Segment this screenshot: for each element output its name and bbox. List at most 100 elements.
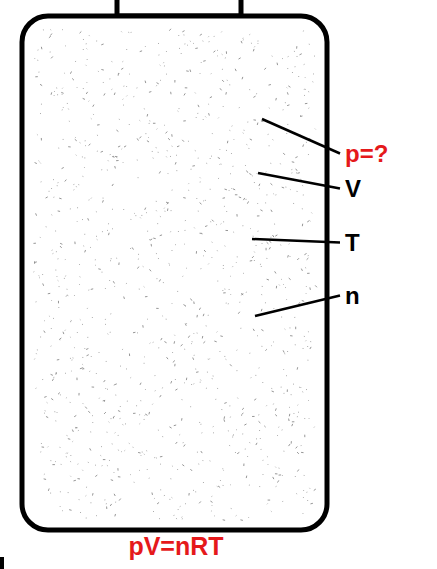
gas-particle bbox=[159, 64, 161, 66]
gas-particle bbox=[184, 382, 186, 383]
gas-particle bbox=[50, 460, 52, 461]
gas-particle bbox=[37, 60, 39, 61]
gas-particle bbox=[156, 85, 157, 87]
gas-particle bbox=[41, 442, 42, 444]
gas-particle bbox=[307, 331, 309, 332]
gas-particle bbox=[243, 39, 244, 41]
volume-label: V bbox=[345, 175, 361, 202]
gas-particle bbox=[84, 250, 86, 252]
gas-particle bbox=[68, 438, 70, 440]
gas-particle bbox=[62, 332, 64, 334]
gas-particle bbox=[223, 519, 225, 521]
gas-particle bbox=[101, 465, 103, 466]
gas-particle bbox=[184, 349, 186, 350]
gas-particle bbox=[126, 95, 128, 97]
gas-particle bbox=[74, 295, 75, 297]
gas-particle bbox=[183, 120, 185, 121]
temperature-label: T bbox=[345, 229, 360, 256]
gas-particle bbox=[108, 421, 110, 423]
gas-particle bbox=[224, 355, 225, 357]
gas-particle bbox=[51, 328, 52, 330]
gas-particle bbox=[281, 279, 283, 281]
gas-particle bbox=[221, 31, 222, 33]
gas-particle bbox=[57, 359, 59, 360]
gas-particle bbox=[63, 138, 64, 140]
gas-particle bbox=[151, 244, 152, 246]
gas-particle bbox=[41, 47, 43, 49]
gas-particle bbox=[286, 87, 288, 89]
gas-particle bbox=[79, 264, 80, 266]
gas-particle bbox=[38, 160, 39, 162]
gas-particle bbox=[269, 247, 270, 249]
gas-particle bbox=[86, 486, 87, 488]
gas-particle bbox=[51, 92, 53, 94]
gas-particle bbox=[227, 141, 228, 143]
gas-particle bbox=[230, 508, 232, 509]
gas-particle bbox=[157, 429, 159, 430]
gas-particle bbox=[111, 479, 113, 481]
gas-particle bbox=[61, 93, 62, 95]
gas-particle bbox=[72, 357, 74, 358]
gas-particle bbox=[52, 464, 54, 465]
gas-particle bbox=[200, 379, 201, 381]
gas-particle bbox=[270, 163, 272, 164]
gas-particle bbox=[60, 463, 61, 465]
gas-particle bbox=[190, 469, 192, 471]
gas-particle bbox=[69, 336, 71, 338]
label-holder: T bbox=[345, 230, 360, 256]
gas-particle bbox=[185, 323, 186, 325]
gas-particle bbox=[212, 220, 214, 222]
gas-particle bbox=[55, 461, 57, 463]
gas-particle bbox=[315, 285, 317, 287]
gas-particle bbox=[303, 347, 304, 349]
gas-particle bbox=[50, 345, 51, 347]
gas-particle bbox=[304, 95, 306, 96]
gas-particle bbox=[220, 163, 221, 165]
gas-particle bbox=[171, 210, 172, 212]
gas-particle bbox=[82, 469, 83, 471]
gas-particle bbox=[116, 130, 118, 132]
gas-particle bbox=[272, 139, 274, 140]
gas-particle bbox=[139, 414, 140, 416]
gas-particle bbox=[203, 119, 204, 121]
gas-particle bbox=[246, 476, 248, 478]
gas-particle bbox=[113, 281, 114, 283]
gas-particle bbox=[146, 212, 148, 213]
gas-particle bbox=[230, 294, 232, 296]
gas-particle bbox=[147, 231, 149, 232]
gas-particle bbox=[66, 435, 68, 436]
gas-particle bbox=[261, 294, 263, 295]
gas-particle bbox=[169, 264, 171, 265]
gas-particle bbox=[201, 432, 203, 433]
gas-particle bbox=[51, 300, 53, 302]
gas-particle bbox=[200, 62, 201, 64]
gas-particle bbox=[293, 203, 295, 204]
gas-particle bbox=[257, 41, 259, 42]
gas-particle bbox=[35, 388, 37, 389]
gas-particle bbox=[113, 384, 115, 385]
gas-particle bbox=[70, 320, 72, 321]
gas-particle bbox=[285, 287, 287, 288]
gas-particle bbox=[286, 375, 288, 376]
gas-particle bbox=[223, 292, 225, 293]
gas-particle bbox=[130, 31, 131, 33]
gas-particle bbox=[71, 359, 73, 360]
gas-particle bbox=[160, 463, 162, 464]
gas-particle bbox=[215, 398, 216, 400]
gas-particle bbox=[214, 35, 215, 37]
gas-particle bbox=[166, 156, 167, 158]
gas-particle bbox=[211, 505, 213, 507]
gas-particle bbox=[153, 511, 155, 512]
gas-particle bbox=[217, 50, 219, 51]
label-holder: p=? bbox=[345, 141, 388, 167]
gas-particle bbox=[199, 181, 201, 182]
gas-particle bbox=[283, 284, 285, 286]
gas-particle bbox=[190, 406, 192, 407]
gas-particle bbox=[298, 76, 299, 78]
gas-particle bbox=[36, 134, 38, 136]
gas-particle bbox=[114, 166, 116, 168]
gas-particle bbox=[250, 377, 251, 379]
gas-particle bbox=[72, 441, 74, 443]
gas-particle bbox=[244, 424, 246, 425]
gas-particle bbox=[266, 258, 268, 259]
